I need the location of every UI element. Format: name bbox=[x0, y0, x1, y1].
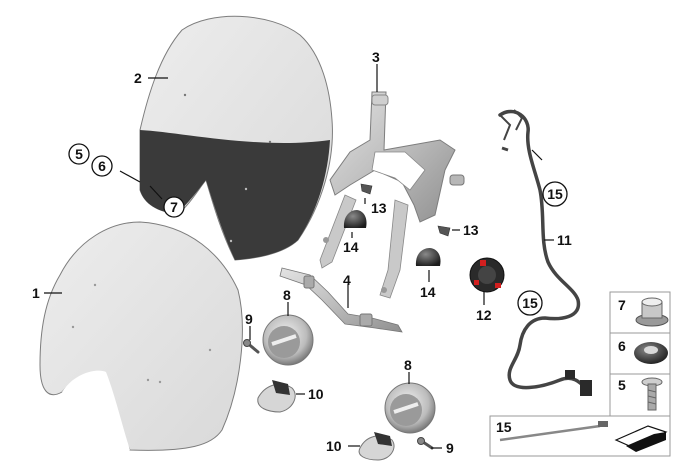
legend-label-5: 5 bbox=[618, 377, 626, 393]
label-14a: 14 bbox=[343, 239, 359, 255]
label-8a: 8 bbox=[283, 287, 291, 303]
label-13a: 13 bbox=[371, 200, 387, 216]
legend-panel: 7 6 5 bbox=[609, 291, 671, 417]
cross-rod bbox=[279, 267, 403, 333]
connector-12 bbox=[469, 257, 505, 293]
wiring-harness bbox=[498, 109, 592, 396]
label-15a: 15 bbox=[547, 186, 563, 202]
windshield-upper bbox=[139, 15, 333, 261]
label-5: 5 bbox=[75, 146, 83, 162]
label-10b: 10 bbox=[326, 438, 342, 454]
callout-6: 6 bbox=[91, 155, 113, 177]
clip-13b bbox=[437, 225, 451, 237]
lamp-8a bbox=[262, 314, 314, 366]
screw-9a bbox=[243, 339, 260, 354]
label-11: 11 bbox=[557, 232, 572, 248]
legend-grommet-6: 6 bbox=[618, 338, 668, 364]
label-4: 4 bbox=[343, 272, 351, 288]
legend-washer-7: 7 bbox=[618, 297, 669, 327]
label-1: 1 bbox=[32, 285, 40, 301]
callout-7: 7 bbox=[163, 196, 185, 218]
label-13b: 13 bbox=[463, 222, 479, 238]
lamp-holder-10b bbox=[358, 432, 395, 461]
label-6: 6 bbox=[98, 158, 106, 174]
label-7: 7 bbox=[170, 199, 178, 215]
legend-label-6: 6 bbox=[618, 338, 626, 354]
windshield-lower bbox=[39, 221, 243, 451]
label-8b: 8 bbox=[404, 357, 412, 373]
callout-15a: 15 bbox=[542, 181, 568, 207]
legend-label-15: 15 bbox=[496, 419, 512, 435]
label-12: 12 bbox=[476, 307, 492, 323]
callout-15b: 15 bbox=[517, 290, 543, 316]
lamp-holder-10a bbox=[257, 380, 296, 413]
clip-13a bbox=[360, 183, 373, 195]
rubber-cap-14a bbox=[343, 210, 367, 228]
label-3: 3 bbox=[372, 49, 380, 65]
label-9b: 9 bbox=[446, 440, 454, 456]
label-14b: 14 bbox=[420, 284, 436, 300]
screw-9b bbox=[417, 437, 434, 450]
label-10a: 10 bbox=[308, 386, 324, 402]
mounting-bracket bbox=[319, 91, 465, 299]
callout-5: 5 bbox=[68, 143, 90, 165]
label-9a: 9 bbox=[245, 311, 253, 327]
lamp-8b bbox=[384, 382, 436, 434]
rubber-cap-14b bbox=[415, 248, 441, 266]
label-2: 2 bbox=[134, 70, 142, 86]
legend-label-7: 7 bbox=[618, 297, 626, 313]
label-15b: 15 bbox=[522, 295, 538, 311]
legend-cable-tie-15: 15 bbox=[489, 415, 671, 457]
legend-screw-5: 5 bbox=[618, 377, 663, 411]
